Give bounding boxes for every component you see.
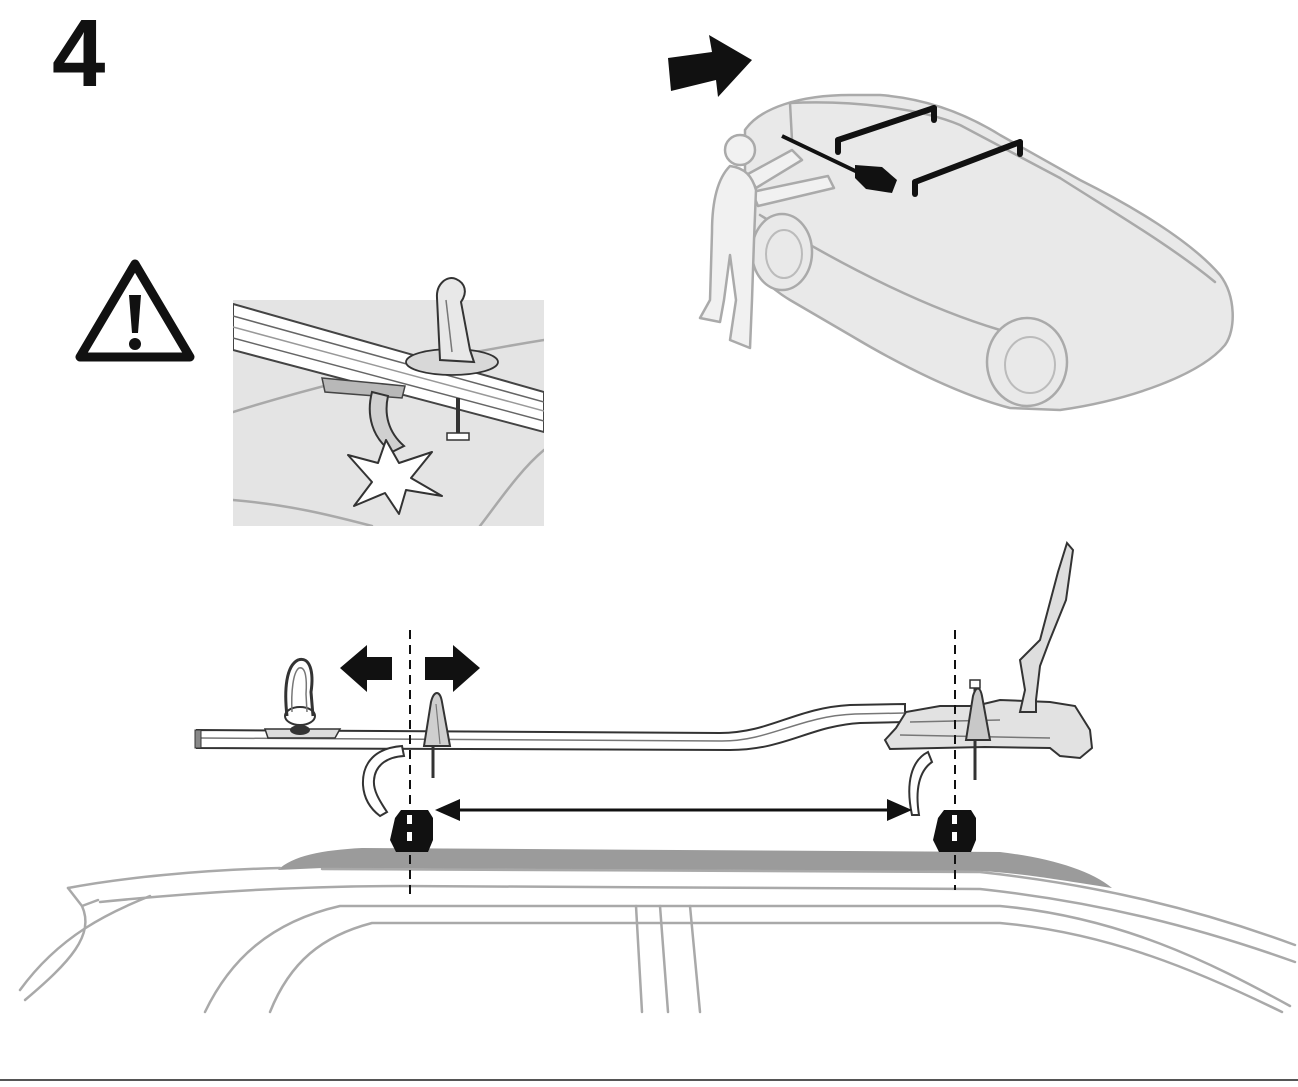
front-bar-clamp [361,692,452,818]
double-arrow-icon [340,645,480,692]
impact-burst-icon [347,439,443,515]
arrow-right-icon [668,35,752,97]
front-wheel [985,316,1069,408]
rear-carriage [883,540,1094,816]
warning-triangle-icon [75,259,195,362]
step-number: 4 [52,0,105,107]
person-figure [698,133,836,350]
rear-wheel [750,212,814,292]
roof-bar-foot-rear [933,810,976,852]
wheel-holder [263,657,342,739]
roof-bars [835,105,1023,197]
car-loading-illustration [698,93,1234,412]
distance-arrow-icon [435,799,912,821]
roof-bar-foot-front [390,810,433,852]
bike-carrier-lifted [781,134,897,193]
carrier-side-view [18,540,1297,1014]
clamp-detail-inset [233,277,544,526]
clamp-handle [405,277,499,376]
car-roof [18,848,1297,1014]
